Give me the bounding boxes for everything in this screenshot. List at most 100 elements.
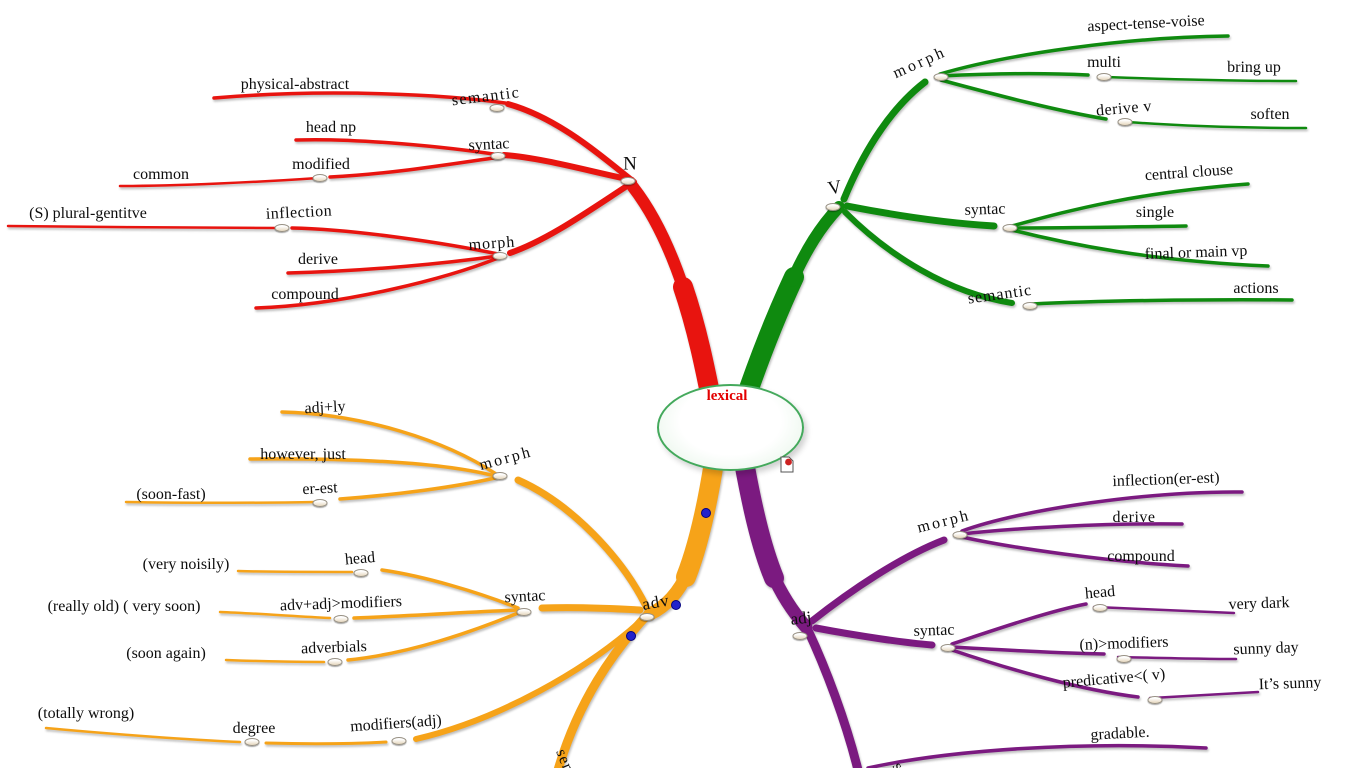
branch-group-adv (44, 410, 724, 768)
node-n-head-np[interactable]: head np (305, 119, 357, 137)
node-n-syntac[interactable]: syntac (468, 135, 510, 155)
branch-adj-gradable (866, 743, 1208, 768)
branch-n-compound (254, 256, 500, 310)
node-n-common[interactable]: common (133, 166, 189, 184)
collapse-handle-n[interactable] (620, 177, 636, 185)
branch-adj-head (950, 602, 1088, 646)
branch-adv-soon-again (224, 658, 326, 664)
branch-adv-totally-wrong (44, 726, 242, 744)
node-adj-gradable[interactable]: gradable. (1090, 723, 1150, 744)
node-adv-er-est[interactable]: er-est (301, 479, 339, 499)
collapse-handle-adv-morph[interactable] (492, 472, 508, 480)
node-adv-degree[interactable]: degree (232, 720, 276, 738)
branch-v-trunk (735, 267, 804, 410)
collapse-handle-n-syntac[interactable] (490, 152, 506, 160)
node-v-single[interactable]: single (1135, 204, 1175, 222)
node-adv-soon-again[interactable]: (soon again) (126, 645, 206, 663)
node-v-actions[interactable]: actions (1233, 280, 1279, 298)
collapse-handle-n-morph[interactable] (492, 252, 508, 260)
branch-adv-modifiers-adj (413, 615, 647, 742)
collapse-handle-adj-predicative[interactable] (1147, 696, 1163, 704)
node-v-final-or-main-vp[interactable]: final or main vp (1144, 242, 1248, 263)
collapse-handle-v-semantic[interactable] (1022, 302, 1038, 310)
collapse-handle-n-inflection[interactable] (274, 224, 290, 232)
node-v-syntac[interactable]: syntac (964, 200, 1006, 219)
branch-n-inflection (290, 226, 500, 256)
node-n-modified[interactable]: modified (292, 156, 350, 174)
node-adj-syntac[interactable]: syntac (913, 621, 955, 640)
node-n-inflection[interactable]: inflection (265, 202, 333, 223)
collapse-handle-adv[interactable] (639, 613, 655, 621)
central-topic[interactable] (657, 384, 804, 471)
branch-adj-predicative (950, 648, 1140, 699)
node-n-physical-abstract[interactable]: physical-abstract (240, 76, 350, 94)
branch-adv-really-old (218, 610, 332, 620)
link-dot (671, 600, 681, 610)
collapse-handle-adv-degree[interactable] (244, 738, 260, 746)
node-adv-syntac[interactable]: syntac (504, 587, 546, 607)
node-adj-head[interactable]: head (1084, 582, 1116, 603)
collapse-handle-adv-head[interactable] (353, 569, 369, 577)
node-adj-very-dark[interactable]: very dark (1228, 594, 1290, 614)
collapse-handle-adv-adverbials[interactable] (327, 658, 343, 666)
node-adj-n-modifiers[interactable]: (n)>modifiers (1079, 633, 1169, 654)
branch-adj-semantic (801, 621, 863, 768)
node-v-bring-up[interactable]: bring up (1227, 59, 1281, 77)
collapse-handle-adv-er-est[interactable] (312, 499, 328, 507)
collapse-handle-v[interactable] (825, 203, 841, 211)
node-adj-its-sunny[interactable]: It’s sunny (1258, 674, 1322, 694)
node-n-plural-gentitve[interactable]: (S) plural-gentitve (29, 205, 147, 223)
branch-adv-adj-ly (280, 410, 498, 476)
collapse-handle-adj-syntac[interactable] (940, 644, 956, 652)
node-adv-adverbials[interactable]: adverbials (300, 638, 368, 658)
node-n-morph[interactable]: morph (468, 233, 516, 254)
node-adj-sunny-day[interactable]: sunny day (1233, 639, 1299, 659)
node-n-compound[interactable]: compound (271, 286, 339, 304)
node-adj-inflection-er-est[interactable]: inflection(er-est) (1112, 469, 1220, 491)
branch-adj-compound (960, 535, 1190, 568)
collapse-handle-v-syntac[interactable] (1002, 224, 1018, 232)
collapse-handle-adj-morph[interactable] (952, 531, 968, 539)
collapse-handle-v-morph[interactable] (933, 73, 949, 81)
node-adv-really-old-very-soon[interactable]: (really old) ( very soon) (47, 598, 201, 616)
node-adv-totally-wrong[interactable]: (totally wrong) (37, 705, 135, 723)
node-v-soften[interactable]: soften (1250, 106, 1290, 124)
node-n[interactable]: N (623, 153, 637, 175)
branch-adv-syntac (538, 604, 644, 614)
node-adv-adj-ly[interactable]: adj+ly (304, 398, 346, 418)
node-adj[interactable]: adj (789, 607, 813, 629)
collapse-handle-adv-modifiers-adj[interactable] (391, 737, 407, 745)
branch-v-syntac (843, 202, 998, 230)
branch-v-central-clouse (1010, 182, 1250, 228)
collapse-handle-v-multi[interactable] (1096, 73, 1112, 81)
node-n-derive[interactable]: derive (298, 251, 338, 269)
collapse-handle-n-modified[interactable] (312, 174, 328, 182)
node-adv-soon-fast[interactable]: (soon-fast) (136, 486, 206, 504)
collapse-handle-adv-syntac[interactable] (516, 608, 532, 616)
collapse-handle-n-semantic[interactable] (489, 104, 505, 112)
node-v[interactable]: V (826, 176, 844, 200)
branch-v-semantic (842, 209, 1015, 306)
branch-adj-its-sunny (1148, 690, 1260, 700)
node-adv-very-noisily[interactable]: (very noisily) (142, 556, 230, 574)
collapse-handle-v-derive-v[interactable] (1117, 118, 1133, 126)
node-adv-head[interactable]: head (344, 548, 376, 569)
branch-adv-adverbials (346, 611, 520, 662)
collapse-handle-adj[interactable] (792, 632, 808, 640)
branch-v-aspect (938, 34, 1230, 76)
node-adv-however-just[interactable]: however, just (260, 446, 346, 464)
branch-v-single (1010, 224, 1188, 230)
note-icon[interactable] (780, 456, 794, 478)
collapse-handle-adv-modifiers[interactable] (333, 615, 349, 623)
branch-adj-trunk-lower (765, 566, 813, 634)
node-adj-derive[interactable]: derive (1112, 509, 1156, 527)
branch-group-v (735, 34, 1308, 410)
node-adj-compound[interactable]: compound (1107, 548, 1175, 566)
node-v-multi[interactable]: multi (1087, 54, 1121, 72)
collapse-handle-adj-head[interactable] (1092, 604, 1108, 612)
branch-adj-syntac (812, 624, 936, 649)
branch-adv-er-est (338, 476, 497, 501)
collapse-handle-adj-n-modifiers[interactable] (1116, 655, 1132, 663)
